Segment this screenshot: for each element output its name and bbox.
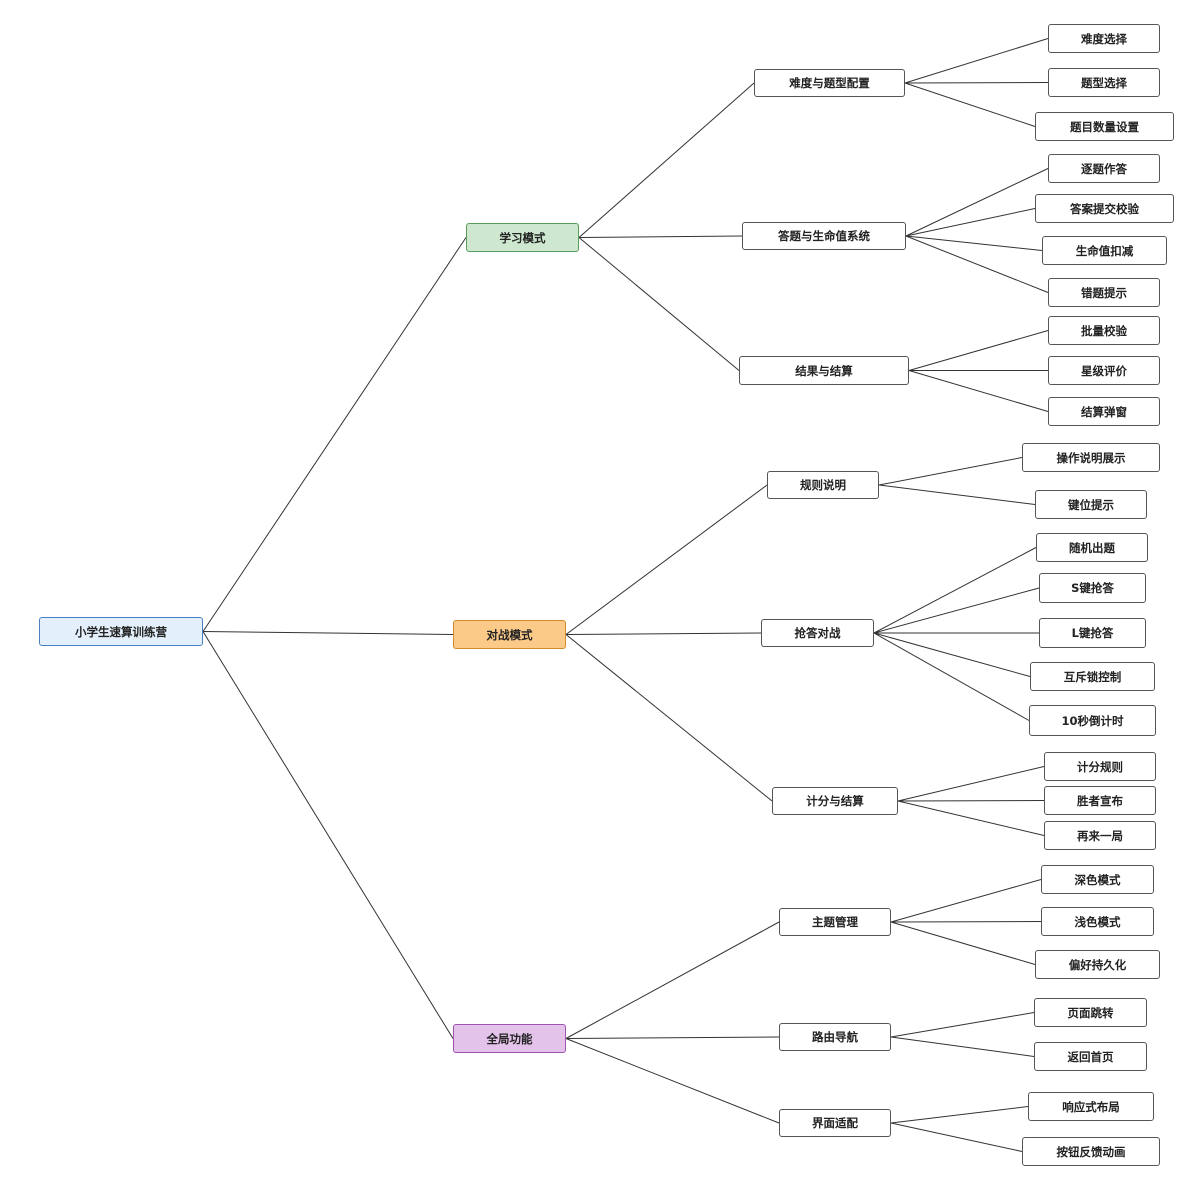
leaf-button-animation: 按钮反馈动画 — [1022, 1137, 1160, 1166]
leaf-score-rules: 计分规则 — [1044, 752, 1156, 781]
leaf-l-key: L键抢答 — [1039, 618, 1146, 648]
leaf-instructions: 操作说明展示 — [1022, 443, 1160, 472]
connector-line — [873, 547, 1037, 634]
node-result-settle: 结果与结算 — [739, 356, 909, 385]
connector-line — [565, 634, 773, 802]
connector-line — [890, 879, 1042, 923]
leaf-replay: 再来一局 — [1044, 821, 1156, 850]
leaf-back-home: 返回首页 — [1034, 1042, 1147, 1071]
leaf-preference-persist: 偏好持久化 — [1035, 950, 1160, 979]
connector-line — [890, 921, 1042, 923]
connector-line — [578, 237, 740, 371]
connector-line — [873, 587, 1040, 634]
connector-line — [897, 800, 1045, 836]
connector-line — [873, 632, 1030, 721]
connector-line — [897, 800, 1045, 802]
leaf-light-mode: 浅色模式 — [1041, 907, 1154, 936]
leaf-responsive-layout: 响应式布局 — [1028, 1092, 1154, 1121]
connector-line — [565, 921, 780, 1039]
root-node: 小学生速算训练营 — [39, 617, 203, 646]
connector-line — [905, 235, 1043, 251]
leaf-mutex-lock: 互斥锁控制 — [1030, 662, 1155, 691]
connector-line — [565, 484, 768, 635]
connector-line — [890, 1122, 1023, 1152]
node-theme: 主题管理 — [779, 908, 891, 936]
node-score-settle: 计分与结算 — [772, 787, 898, 815]
leaf-settle-popup: 结算弹窗 — [1048, 397, 1160, 426]
leaf-winner: 胜者宣布 — [1044, 786, 1156, 815]
leaf-page-jump: 页面跳转 — [1034, 998, 1147, 1027]
connector-line — [202, 631, 454, 1039]
leaf-countdown: 10秒倒计时 — [1029, 705, 1156, 736]
connector-line — [878, 457, 1023, 486]
node-answer-life-system: 答题与生命值系统 — [742, 222, 906, 250]
connector-line — [904, 82, 1036, 127]
connector-line — [890, 1106, 1029, 1124]
branch-global: 全局功能 — [453, 1024, 566, 1053]
connector-line — [908, 370, 1049, 412]
node-routing: 路由导航 — [779, 1023, 891, 1051]
connector-line — [890, 1012, 1035, 1038]
leaf-key-hint: 键位提示 — [1035, 490, 1147, 519]
leaf-error-hint: 错题提示 — [1048, 278, 1160, 307]
connector-line — [904, 38, 1049, 84]
connector-line — [905, 235, 1049, 293]
connector-line — [905, 208, 1036, 237]
leaf-random-question: 随机出题 — [1036, 533, 1148, 562]
leaf-answer-each: 逐题作答 — [1048, 154, 1160, 183]
connector-line — [565, 1036, 780, 1039]
leaf-type-select: 题型选择 — [1048, 68, 1160, 97]
connector-line — [578, 82, 755, 238]
node-rules: 规则说明 — [767, 471, 879, 499]
connector-line — [908, 330, 1049, 371]
node-ui-adapt: 界面适配 — [779, 1109, 891, 1137]
branch-battle-mode: 对战模式 — [453, 620, 566, 649]
leaf-life-deduct: 生命值扣减 — [1042, 236, 1167, 265]
leaf-dark-mode: 深色模式 — [1041, 865, 1154, 894]
leaf-count-setting: 题目数量设置 — [1035, 112, 1174, 141]
node-quick-answer: 抢答对战 — [761, 619, 874, 647]
leaf-submit-check: 答案提交校验 — [1035, 194, 1174, 223]
connector-line — [904, 82, 1049, 84]
connector-line — [873, 632, 1031, 677]
leaf-s-key: S键抢答 — [1039, 573, 1146, 603]
connector-line — [565, 632, 762, 635]
connector-line — [890, 921, 1036, 965]
connector-line — [202, 631, 454, 635]
leaf-difficulty-select: 难度选择 — [1048, 24, 1160, 53]
leaf-batch-check: 批量校验 — [1048, 316, 1160, 345]
connector-line — [878, 484, 1036, 505]
connector-line — [578, 235, 743, 238]
connector-line — [565, 1038, 780, 1124]
leaf-star-rating: 星级评价 — [1048, 356, 1160, 385]
connector-line — [897, 766, 1045, 802]
connector-line — [890, 1036, 1035, 1057]
node-difficulty-config: 难度与题型配置 — [754, 69, 905, 97]
connector-line — [905, 168, 1049, 237]
branch-study-mode: 学习模式 — [466, 223, 579, 252]
connector-line — [202, 237, 467, 632]
